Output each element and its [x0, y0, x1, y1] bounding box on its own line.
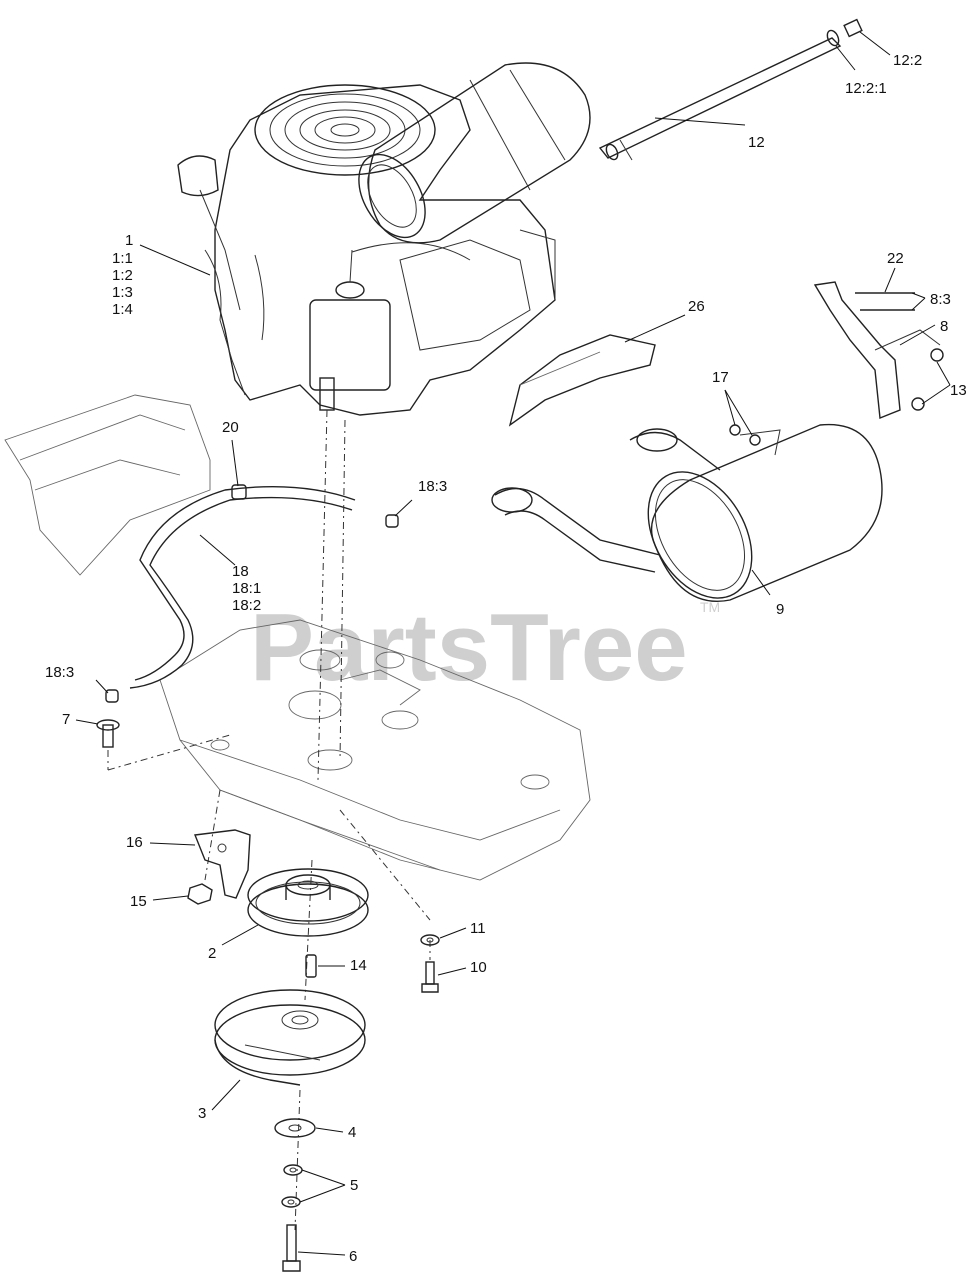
- pulley-part-2[interactable]: [247, 868, 369, 937]
- nut-part-15[interactable]: [187, 883, 213, 905]
- key-part-14[interactable]: [305, 954, 317, 978]
- bolt-part-6[interactable]: [282, 1224, 301, 1272]
- fuel-hose-part-18[interactable]: [129, 485, 356, 689]
- engine-part[interactable]: [177, 62, 591, 416]
- callout-3[interactable]: 3: [198, 1105, 206, 1122]
- callout-15[interactable]: 15: [130, 893, 147, 910]
- callout-5[interactable]: 5: [350, 1177, 358, 1194]
- nut-part-13[interactable]: [911, 348, 944, 411]
- bolt-part-10[interactable]: [421, 961, 439, 993]
- callout-8-3[interactable]: 8:3: [930, 291, 951, 308]
- callout-20[interactable]: 20: [222, 419, 239, 436]
- callout-2[interactable]: 2: [208, 945, 216, 962]
- callout-18-3-bottom[interactable]: 18:3: [45, 664, 74, 681]
- callout-18-1[interactable]: 18:1: [232, 580, 261, 597]
- watermark-trademark: TM: [700, 599, 720, 615]
- callout-labels: 1 1:1 1:2 1:3 1:4 12 12:2 12:2:1 22 8:3 …: [45, 52, 967, 1265]
- callout-9[interactable]: 9: [776, 601, 784, 618]
- callout-11[interactable]: 11: [470, 920, 486, 937]
- callout-1-3[interactable]: 1:3: [112, 284, 133, 301]
- bolt-part-17[interactable]: [729, 424, 781, 456]
- callout-26[interactable]: 26: [688, 298, 705, 315]
- callout-6[interactable]: 6: [349, 1248, 357, 1265]
- callout-13[interactable]: 13: [950, 382, 967, 399]
- callout-1[interactable]: 1: [125, 232, 133, 249]
- washer-part-5[interactable]: [281, 1164, 303, 1208]
- callout-1-2[interactable]: 1:2: [112, 267, 133, 284]
- heat-shield-part-26[interactable]: [508, 334, 656, 427]
- clamp-part-18-3-top[interactable]: [385, 514, 399, 528]
- callout-1-1[interactable]: 1:1: [112, 250, 133, 267]
- washer-part-11[interactable]: [420, 934, 440, 946]
- frame-outline: [4, 394, 211, 576]
- callout-4[interactable]: 4: [348, 1124, 356, 1141]
- callout-12[interactable]: 12: [748, 134, 765, 151]
- callout-18[interactable]: 18: [232, 563, 249, 580]
- muffler-part-9[interactable]: [491, 423, 883, 617]
- bracket-part-16[interactable]: [194, 829, 251, 899]
- muffler-bracket-part-8[interactable]: [813, 281, 941, 419]
- callout-14[interactable]: 14: [350, 957, 367, 974]
- callout-1-4[interactable]: 1:4: [112, 301, 133, 318]
- callout-12-2-1[interactable]: 12:2:1: [845, 80, 887, 97]
- callout-18-2[interactable]: 18:2: [232, 597, 261, 614]
- callout-17[interactable]: 17: [712, 369, 729, 386]
- fitting-part-12-2[interactable]: [843, 18, 863, 38]
- clamp-part-18-3-bottom[interactable]: [105, 689, 119, 703]
- oring-part-12-2-1[interactable]: [825, 29, 841, 48]
- carriage-bolt-part-7[interactable]: [96, 719, 120, 748]
- clutch-part-3[interactable]: [214, 989, 366, 1086]
- callout-7[interactable]: 7: [62, 711, 70, 728]
- tube-part-12[interactable]: [598, 37, 842, 161]
- assembly-centerlines: [107, 409, 431, 1231]
- callout-22[interactable]: 22: [887, 250, 904, 267]
- callout-12-2[interactable]: 12:2: [893, 52, 922, 69]
- washer-part-4[interactable]: [274, 1118, 316, 1138]
- callout-10[interactable]: 10: [470, 959, 487, 976]
- watermark-text: PartsTree: [250, 594, 688, 701]
- engine-deck-plate: [159, 619, 591, 881]
- leader-lines: [75, 31, 951, 1256]
- callout-8[interactable]: 8: [940, 318, 948, 335]
- callout-16[interactable]: 16: [126, 834, 143, 851]
- clamp-part-20[interactable]: [231, 484, 247, 500]
- bolt-part-8-3[interactable]: [855, 292, 915, 311]
- callout-18-3-top[interactable]: 18:3: [418, 478, 447, 495]
